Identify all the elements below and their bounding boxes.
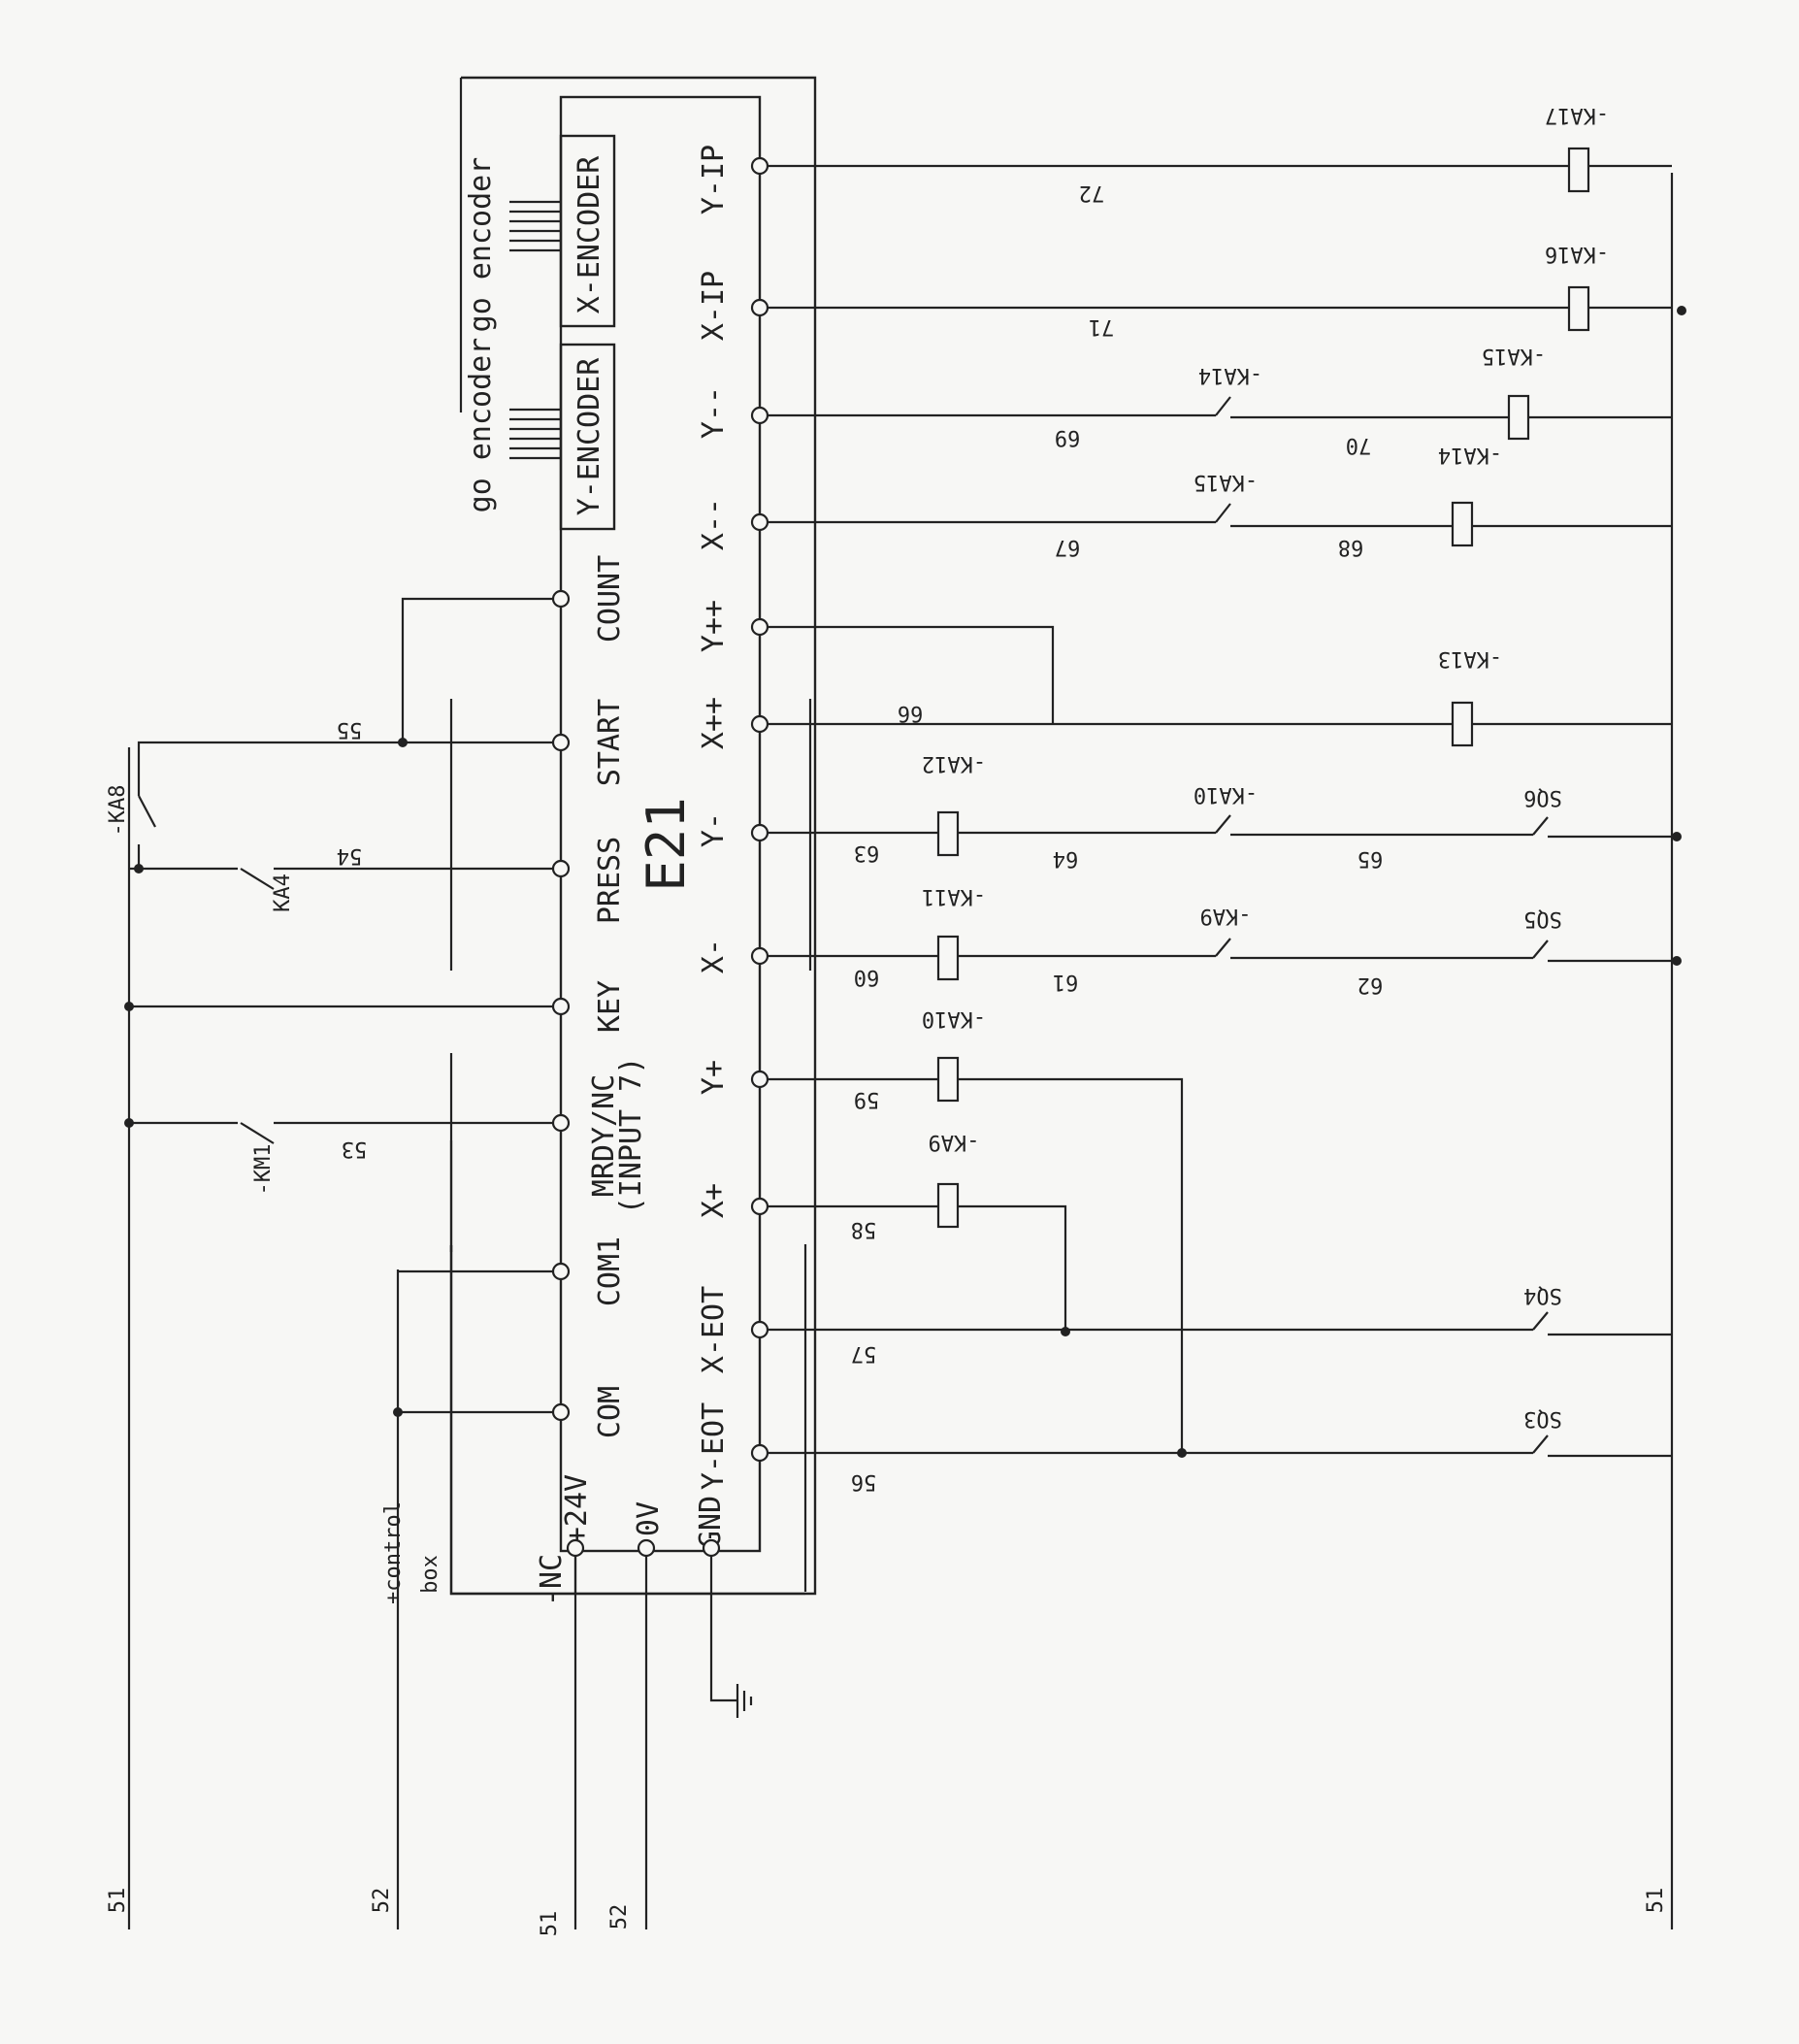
coil-ka9-label: -KA9 bbox=[929, 1130, 980, 1154]
coil-ka11-label: -KA11 bbox=[922, 884, 986, 908]
wire-67: 67 bbox=[1055, 535, 1081, 559]
contact-sq6-label: SQ6 bbox=[1523, 785, 1562, 809]
contact-ka4-label: KA4 bbox=[271, 874, 295, 912]
wire-61: 61 bbox=[1053, 970, 1079, 994]
control-box-outline bbox=[449, 1245, 805, 1596]
control-box-line1: +control bbox=[381, 1501, 406, 1604]
bus-label-52-nc: 52 bbox=[607, 1904, 632, 1930]
wire-57: 57 bbox=[851, 1341, 877, 1366]
contact-ka14-label: -KA14 bbox=[1198, 363, 1262, 387]
coil-ka10 bbox=[936, 1056, 960, 1103]
x-encoder-note: go encoder bbox=[464, 157, 498, 333]
bus-lines bbox=[127, 173, 1674, 1929]
terminal-x-ip: X-IP bbox=[697, 271, 731, 341]
terminal-mrdy: MRDY/NC bbox=[587, 1074, 621, 1197]
bus-label-51-nc: 51 bbox=[538, 1911, 562, 1937]
ground-symbol bbox=[736, 1684, 753, 1718]
coil-ka12-label: -KA12 bbox=[922, 751, 986, 775]
terminal-key: KEY bbox=[593, 980, 627, 1033]
left-terminal-screws bbox=[551, 589, 721, 1558]
terminal-count: COUNT bbox=[593, 555, 627, 643]
coil-ka9 bbox=[936, 1182, 960, 1229]
left-wiring bbox=[129, 78, 737, 1702]
coil-ka16 bbox=[1567, 285, 1590, 332]
wire-65: 65 bbox=[1357, 846, 1384, 871]
terminal-y-eot: Y-EOT bbox=[697, 1402, 731, 1490]
wire-70: 70 bbox=[1346, 433, 1372, 457]
wire-55: 55 bbox=[337, 717, 363, 742]
coil-ka17 bbox=[1567, 147, 1590, 193]
controller-name: E21 bbox=[636, 797, 697, 892]
terminal-0v: 0V bbox=[632, 1501, 666, 1536]
wire-54: 54 bbox=[337, 843, 363, 868]
coil-ka14-label: -KA14 bbox=[1438, 443, 1502, 467]
wire-60: 60 bbox=[854, 965, 880, 989]
bus-label-51-left: 51 bbox=[106, 1888, 130, 1914]
contact-sq5-label: SQ5 bbox=[1523, 907, 1562, 931]
wire-59: 59 bbox=[854, 1087, 880, 1111]
contact-sq3-label: SQ3 bbox=[1523, 1406, 1562, 1431]
terminal-x-plus: X+ bbox=[697, 1183, 731, 1218]
junction-dots-left bbox=[124, 738, 408, 1417]
relay-coils bbox=[936, 147, 1590, 1229]
coil-ka13-label: -KA13 bbox=[1438, 646, 1502, 671]
right-wiring bbox=[760, 164, 1672, 1592]
terminal-start: START bbox=[593, 699, 627, 786]
contact-ka10-label: -KA10 bbox=[1194, 782, 1258, 807]
contact-ka9-label: -KA9 bbox=[1200, 904, 1252, 928]
junction-dots-right bbox=[1061, 306, 1686, 1458]
terminal-y-ip: Y-IP bbox=[697, 145, 731, 214]
coil-ka14 bbox=[1451, 501, 1474, 547]
wire-68: 68 bbox=[1338, 535, 1364, 559]
wire-63: 63 bbox=[854, 841, 880, 865]
wire-69: 69 bbox=[1055, 425, 1081, 449]
wire-64: 64 bbox=[1053, 846, 1079, 871]
terminal-x-eot: X-EOT bbox=[697, 1286, 731, 1373]
terminal-x-minusminus: X-- bbox=[697, 498, 731, 550]
x-encoder-label: X-ENCODER bbox=[572, 155, 606, 313]
terminal-press: PRESS bbox=[593, 837, 627, 924]
coil-ka15 bbox=[1507, 394, 1530, 441]
coil-ka17-label: -KA17 bbox=[1545, 103, 1609, 127]
terminal-y-minusminus: Y-- bbox=[697, 386, 731, 439]
wire-56: 56 bbox=[851, 1469, 877, 1494]
contact-sq4-label: SQ4 bbox=[1523, 1283, 1562, 1307]
bus-label-51-right: 51 bbox=[1644, 1888, 1668, 1914]
contact-ka15-label: -KA15 bbox=[1194, 470, 1258, 494]
wire-62: 62 bbox=[1357, 973, 1384, 997]
y-encoder-box bbox=[559, 343, 616, 531]
terminal-y-plus: Y+ bbox=[697, 1060, 731, 1095]
coil-ka16-label: -KA16 bbox=[1545, 242, 1609, 266]
y-encoder-note: go encoder bbox=[464, 338, 498, 513]
terminal-com1: COM1 bbox=[593, 1236, 627, 1306]
contact-km1-label: -KM1 bbox=[251, 1144, 276, 1196]
wire-72: 72 bbox=[1079, 181, 1105, 205]
right-terminal-screws bbox=[750, 156, 769, 1463]
coil-ka11 bbox=[936, 935, 960, 981]
y-encoder-label: Y-ENCODER bbox=[572, 357, 606, 515]
bus-label-52-left: 52 bbox=[370, 1888, 394, 1914]
terminal-y-plusplus: Y++ bbox=[697, 600, 731, 652]
wire-58: 58 bbox=[851, 1217, 877, 1241]
coil-ka13 bbox=[1451, 701, 1474, 747]
terminal-x-minus: X- bbox=[697, 939, 731, 973]
wire-71: 71 bbox=[1089, 314, 1115, 339]
terminal-input7: (INPUT 7) bbox=[614, 1057, 648, 1215]
terminal-x-plusplus: X++ bbox=[697, 697, 731, 749]
contact-ka8-label: -KA8 bbox=[106, 785, 130, 837]
coil-ka12 bbox=[936, 810, 960, 857]
terminal-com: COM bbox=[593, 1386, 627, 1438]
terminal-y-minus: Y- bbox=[697, 812, 731, 847]
coil-ka10-label: -KA10 bbox=[922, 1006, 986, 1031]
wire-53: 53 bbox=[342, 1137, 368, 1161]
terminal-24v: +24V bbox=[560, 1474, 594, 1544]
control-box-line2: box bbox=[418, 1555, 442, 1594]
nc-label: -NC bbox=[535, 1554, 569, 1606]
coil-ka15-label: -KA15 bbox=[1482, 344, 1546, 368]
wire-66: 66 bbox=[898, 701, 924, 725]
